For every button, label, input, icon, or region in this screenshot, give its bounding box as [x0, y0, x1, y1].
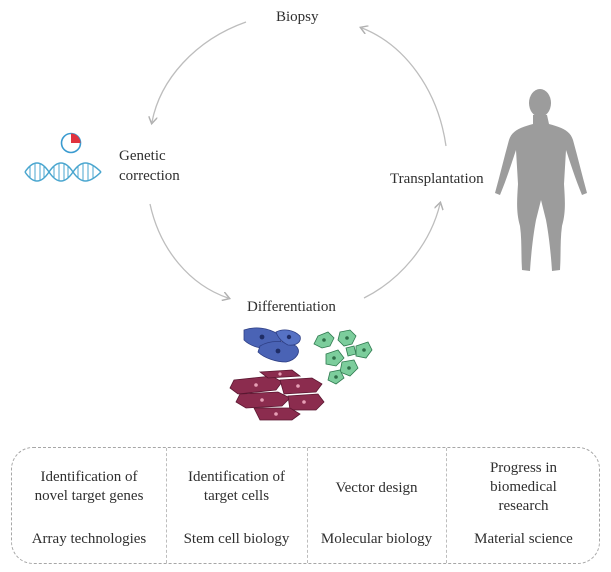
red-cells-icon — [229, 369, 325, 421]
arrow-genetic-to-differentiation — [149, 203, 228, 298]
blue-cells-icon — [243, 327, 301, 363]
column-top-text: Vector design — [335, 480, 418, 496]
column-top-text: Identification of novel target genes — [34, 469, 144, 504]
panel-divider — [166, 448, 167, 563]
dna-helix-icon — [24, 162, 102, 182]
plasmid-icon — [60, 132, 82, 154]
panel-divider — [307, 448, 308, 563]
column-bottom-text: Stem cell biology — [183, 531, 290, 547]
column-top-text: Identification of target cells — [187, 469, 286, 504]
column-top-text: Progress in biomedical research — [489, 460, 558, 514]
stage-label-transplantation: Transplantation — [390, 171, 484, 187]
human-silhouette-icon — [495, 89, 587, 271]
panel-column-vector: Vector design Molecular biology — [307, 448, 446, 563]
column-bottom-text: Material science — [474, 531, 573, 547]
arrow-biopsy-to-genetic — [152, 21, 247, 122]
stage-label-differentiation: Differentiation — [247, 299, 336, 315]
arrow-transplantation-to-biopsy — [362, 28, 447, 147]
stage-label-biopsy: Biopsy — [276, 9, 319, 25]
research-fields-panel: Identification of novel target genes Arr… — [11, 447, 600, 564]
panel-column-cells: Identification of target cells Stem cell… — [166, 448, 307, 563]
column-bottom-text: Molecular biology — [320, 531, 433, 547]
panel-divider — [446, 448, 447, 563]
arrow-differentiation-to-transplantation — [363, 204, 440, 299]
green-cells-icon — [313, 329, 373, 385]
panel-column-genes: Identification of novel target genes Arr… — [12, 448, 166, 563]
panel-column-research: Progress in biomedical research Material… — [446, 448, 601, 563]
stage-label-genetic-correction: Genetic correction — [119, 148, 180, 184]
column-bottom-text: Array technologies — [31, 531, 147, 547]
